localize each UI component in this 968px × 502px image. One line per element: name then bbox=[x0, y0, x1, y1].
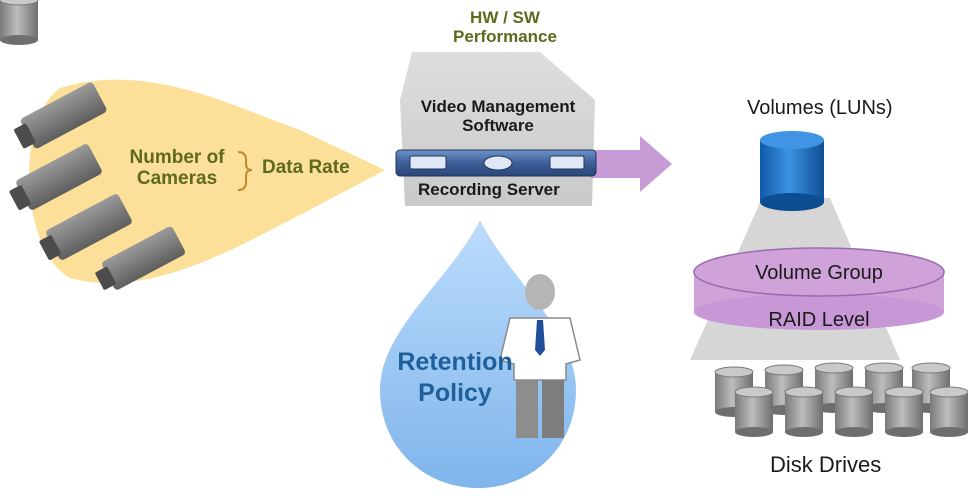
retention-line1: Retention bbox=[397, 348, 513, 376]
camera-funnel bbox=[29, 79, 386, 284]
retention-policy-label: Retention Policy bbox=[385, 347, 525, 410]
bracket bbox=[237, 151, 253, 191]
volume-icon bbox=[760, 131, 824, 211]
data-rate-label: Data Rate bbox=[262, 157, 350, 178]
recording-server-icon bbox=[395, 149, 597, 177]
raid-level-label: RAID Level bbox=[768, 309, 870, 331]
vms-line2: Software bbox=[462, 115, 534, 135]
hw-sw-label: HW / SW Performance bbox=[400, 8, 610, 46]
volume-group-label: Volume Group bbox=[755, 262, 883, 284]
number-of-cameras-label: Number of Cameras bbox=[118, 147, 236, 190]
hw-sw-line1: HW / SW bbox=[470, 8, 540, 27]
number-of-line2: Cameras bbox=[136, 167, 218, 189]
hw-sw-line2: Performance bbox=[453, 26, 557, 46]
volumes-label: Volumes (LUNs) bbox=[747, 97, 893, 119]
output-arrow bbox=[590, 136, 672, 192]
retention-line2: Policy bbox=[418, 379, 492, 408]
volume-group-disc bbox=[693, 247, 945, 330]
vms-line1: Video Management bbox=[420, 97, 576, 116]
recording-server-label: Recording Server bbox=[418, 180, 560, 199]
number-of-line1: Number of bbox=[129, 147, 225, 168]
camera-icons bbox=[9, 82, 185, 290]
person-icon bbox=[499, 274, 581, 438]
disk-drives-label: Disk Drives bbox=[770, 452, 882, 477]
vms-label: Video Management Software bbox=[390, 97, 606, 135]
disk-drives-icon bbox=[0, 0, 968, 438]
